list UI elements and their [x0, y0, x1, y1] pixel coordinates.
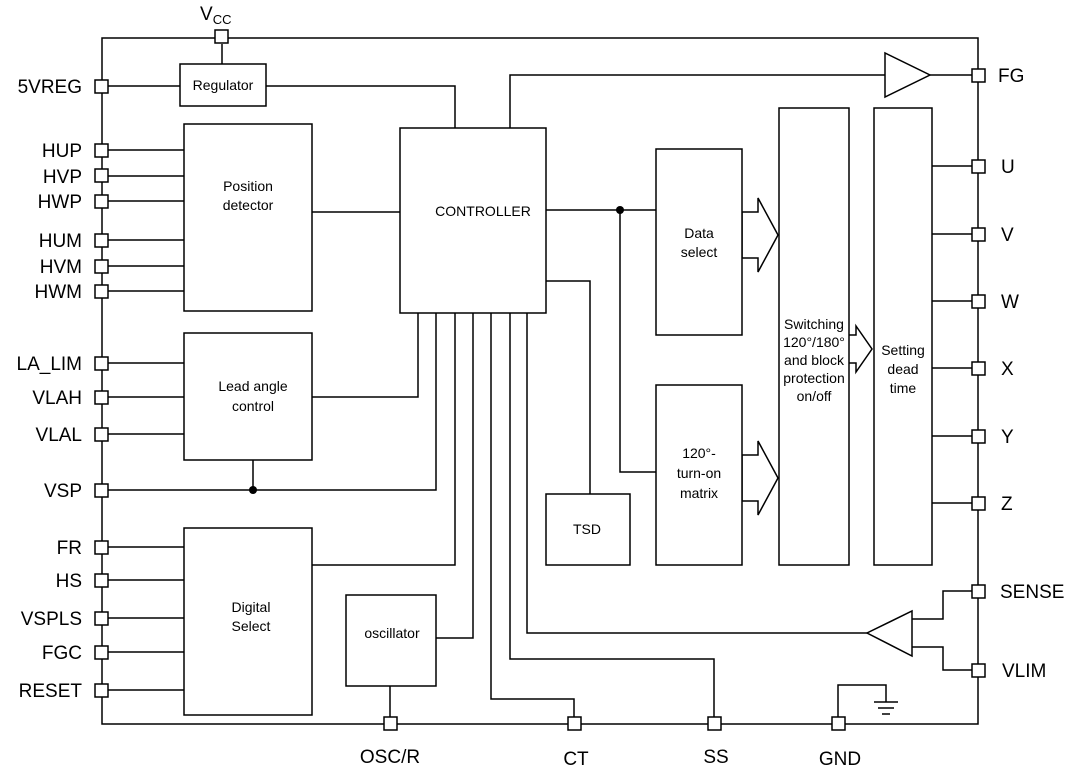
- pin-label-hwm: HWM: [35, 282, 82, 303]
- data-select-label-1: Data: [684, 225, 714, 241]
- svg-text:120°-: 120°-: [682, 445, 716, 461]
- vcc-sub: CC: [213, 12, 232, 27]
- regulator-label: Regulator: [193, 77, 254, 93]
- digital-select-block: Digital Select: [183, 527, 313, 716]
- pin-label-5vreg: 5VREG: [18, 77, 82, 98]
- pin-label-la-lim: LA_LIM: [17, 354, 82, 375]
- tsd-label: TSD: [573, 521, 601, 537]
- pin-label-fgc: FGC: [42, 643, 82, 664]
- pin-label-ct: CT: [563, 749, 589, 770]
- ic-package-outline: [101, 37, 979, 725]
- fg-buffer-icon: [884, 51, 932, 99]
- pin-label-vcc: VCC: [200, 4, 231, 27]
- vcc-main: V: [200, 4, 213, 25]
- controller-block: CONTROLLER: [399, 127, 547, 314]
- svg-text:turn-on: turn-on: [677, 465, 721, 481]
- data-select-arrow: [741, 197, 779, 273]
- svg-text:matrix: matrix: [680, 485, 718, 501]
- svg-text:Digital: Digital: [232, 599, 271, 615]
- pin-label-vspls: VSPLS: [21, 609, 82, 630]
- dead-time-block: Setting dead time: [873, 107, 933, 566]
- comparator-icon: [865, 609, 913, 658]
- switching-label-5: on/off: [797, 388, 832, 404]
- pin-label-hvm: HVM: [40, 257, 82, 278]
- regulator-block: Regulator: [179, 63, 267, 107]
- wiring: [108, 44, 972, 717]
- pin-label-vsp: VSP: [44, 481, 82, 502]
- pin-label-hwp: HWP: [38, 192, 82, 213]
- switching-label-3: and block: [784, 352, 845, 368]
- digital-select-label-2: Select: [232, 618, 271, 634]
- switching-label-2: 120°/180°: [783, 334, 845, 350]
- svg-text:dead: dead: [887, 361, 918, 377]
- pin-label-y: Y: [1001, 427, 1014, 448]
- switching-to-deadtime-arrow: [847, 323, 873, 375]
- svg-text:Regulator: Regulator: [193, 77, 254, 93]
- position-detector-label-2: detector: [223, 197, 274, 213]
- pin-label-ss: SS: [703, 747, 728, 768]
- svg-text:on/off: on/off: [797, 388, 832, 404]
- pin-label-vlim: VLIM: [1002, 661, 1046, 682]
- digital-select-label-1: Digital: [232, 599, 271, 615]
- svg-text:time: time: [890, 380, 917, 396]
- svg-text:TSD: TSD: [573, 521, 601, 537]
- svg-text:Switching: Switching: [784, 316, 844, 332]
- oscillator-label: oscillator: [364, 625, 420, 641]
- svg-text:detector: detector: [223, 197, 274, 213]
- svg-text:Position: Position: [223, 178, 273, 194]
- svg-text:oscillator: oscillator: [364, 625, 420, 641]
- svg-text:select: select: [681, 244, 718, 260]
- svg-text:Setting: Setting: [881, 342, 925, 358]
- svg-text:and block: and block: [784, 352, 845, 368]
- svg-text:Data: Data: [684, 225, 714, 241]
- pin-label-vlal: VLAL: [36, 425, 82, 446]
- svg-text:protection: protection: [783, 370, 844, 386]
- switching-label-1: Switching: [784, 316, 844, 332]
- pin-label-vlah: VLAH: [32, 388, 82, 409]
- position-detector-label-1: Position: [223, 178, 273, 194]
- pin-label-x: X: [1001, 359, 1014, 380]
- lead-angle-label-1: Lead angle: [218, 378, 288, 394]
- matrix-label-3: matrix: [680, 485, 718, 501]
- matrix-arrow: [741, 440, 779, 516]
- pin-label-z: Z: [1001, 494, 1013, 515]
- dead-time-label-2: dead: [887, 361, 918, 377]
- pin-label-hum: HUM: [39, 231, 82, 252]
- pin-label-u: U: [1001, 157, 1015, 178]
- svg-text:Lead angle: Lead angle: [218, 378, 288, 394]
- data-select-label-2: select: [681, 244, 718, 260]
- svg-text:CONTROLLER: CONTROLLER: [435, 203, 531, 219]
- pin-label-gnd: GND: [819, 749, 861, 770]
- pin-label-sense: SENSE: [1000, 582, 1064, 603]
- switching-block: Switching 120°/180° and block protection…: [778, 107, 850, 566]
- dead-time-label-1: Setting: [881, 342, 925, 358]
- svg-text:120°/180°: 120°/180°: [783, 334, 845, 350]
- pin-label-fr: FR: [57, 538, 82, 559]
- controller-label: CONTROLLER: [435, 203, 531, 219]
- pin-label-fg: FG: [998, 66, 1024, 87]
- svg-text:control: control: [232, 398, 274, 414]
- tsd-block: TSD: [545, 493, 631, 566]
- pin-label-v: V: [1001, 225, 1014, 246]
- pin-label-hvp: HVP: [43, 167, 82, 188]
- position-detector-block: Position detector: [183, 123, 313, 312]
- matrix-label-2: turn-on: [677, 465, 721, 481]
- data-select-block: Data select: [655, 148, 743, 336]
- matrix-label-1: 120°-: [682, 445, 716, 461]
- dead-time-label-3: time: [890, 380, 917, 396]
- pin-label-hup: HUP: [42, 141, 82, 162]
- lead-angle-label-2: control: [232, 398, 274, 414]
- oscillator-block: oscillator: [345, 594, 437, 687]
- pin-label-reset: RESET: [19, 681, 83, 702]
- pin-label-w: W: [1001, 292, 1019, 313]
- pin-markers: [94, 29, 986, 731]
- pin-label-hs: HS: [56, 571, 82, 592]
- turn-on-matrix-block: 120°- turn-on matrix: [655, 384, 743, 566]
- switching-label-4: protection: [783, 370, 844, 386]
- lead-angle-block: Lead angle control: [183, 332, 313, 461]
- svg-text:Select: Select: [232, 618, 271, 634]
- pin-label-osc-r: OSC/R: [360, 747, 420, 768]
